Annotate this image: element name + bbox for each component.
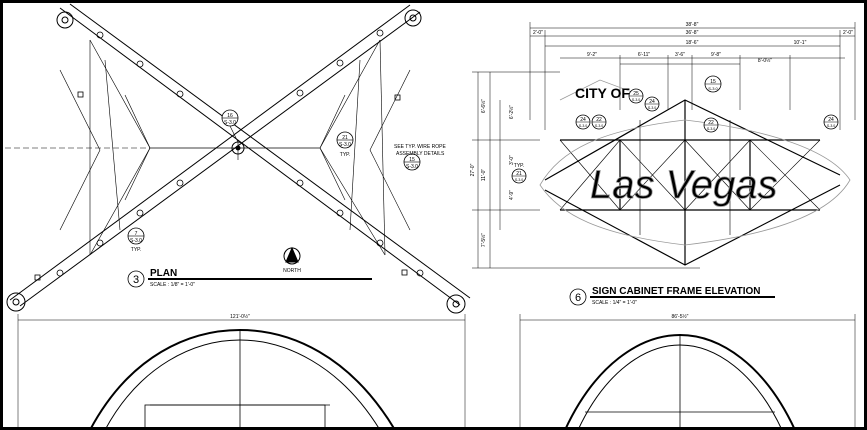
dim-left-4: 3'-0": [509, 155, 515, 165]
dim-right-offset: 2'-0": [843, 30, 853, 36]
dim-seg-2: 6'-11": [638, 52, 651, 58]
sign-text-main: Las Vegas: [590, 163, 778, 207]
plan-title: PLAN: [150, 268, 177, 279]
bottom-views: [17, 314, 856, 430]
elev-callout-22b-sheet: S-3.0: [707, 127, 715, 131]
dim-left-6: 7'-5½": [480, 233, 487, 247]
plan-callout-7-sheet: S-3.0: [130, 238, 142, 244]
sign-text-top: CITY OF: [575, 85, 630, 101]
elevation-view: [472, 22, 856, 306]
elev-callout-21-sub: TYP.: [514, 163, 524, 169]
plan-callout-16-num: 16: [227, 113, 233, 119]
elev-callout-15-sheet: S-3.0: [708, 86, 718, 91]
dim-seg-6: 8'-0½": [758, 57, 772, 64]
plan-callout-21-sheet: S-3.0: [339, 142, 351, 148]
elevation-title-block: [569, 288, 775, 306]
sign-outline: [539, 79, 851, 246]
elevation-top-dimensions: [529, 22, 856, 130]
elev-callout-22b-num: 22: [708, 120, 714, 126]
north-label: NORTH: [283, 268, 301, 274]
plan-title-number: 3: [133, 274, 139, 286]
elevation-callout-texts: 15 S-3.0 25 S-3.0 24 S-3.0 24 S-3.0 22 S…: [514, 79, 835, 182]
elevation-title-number: 6: [575, 292, 581, 304]
plan-callout-7-sub: TYP.: [131, 247, 141, 253]
plan-callout-16: [221, 109, 239, 143]
elevation-left-dimensions: [472, 71, 700, 269]
plan-callout-21-sub: TYP.: [340, 152, 350, 158]
plan-note-wire-rope: SEE TYP. WIRE ROPE: [394, 144, 446, 150]
elev-callout-24a-num: 24: [649, 99, 655, 105]
dim-left-5: 4'-9": [509, 190, 515, 200]
dim-seg-4: 9'-8": [711, 52, 721, 58]
elevation-title: SIGN CABINET FRAME ELEVATION: [592, 286, 761, 297]
dim-seg-3: 3'-6": [675, 52, 685, 58]
plan-callout-15-sheet: S-3.0: [406, 164, 418, 170]
elev-callout-21-num: 21: [516, 171, 522, 177]
dim-cabinet-width: 36'-8": [686, 30, 699, 36]
elev-callout-24c-sheet: S-3.0: [827, 124, 835, 128]
plan-title-block: [127, 270, 372, 288]
elev-callout-22a-num: 22: [596, 117, 602, 123]
dim-inner-width: 18'-6": [686, 40, 699, 46]
bottom-dim-left: 121'-0½": [230, 313, 250, 320]
bottom-dim-right: 86'-5½": [672, 313, 689, 320]
plan-member-rods: [34, 29, 424, 281]
plan-callout-7-num: 7: [135, 231, 138, 237]
sign-cabinet-bracing: [559, 120, 821, 235]
elev-callout-22a-sheet: S-3.0: [595, 124, 603, 128]
sign-cabinet-frame: [544, 99, 841, 266]
elev-callout-25-num: 25: [633, 91, 639, 97]
dim-overall-top: 38'-8": [686, 22, 699, 28]
plan-callout-21: [336, 131, 354, 149]
elev-callout-25-sheet: S-3.0: [632, 98, 640, 102]
plan-end-bases: [6, 9, 466, 314]
plan-callout-15: [403, 153, 421, 171]
elevation-dim-texts: 38'-8" 2'-0" 36'-8" 2'-0" 18'-6" 9'-2" 6…: [470, 22, 853, 247]
elev-callout-21-sheet: S-3.0: [515, 178, 523, 182]
elev-callout-24a-sheet: S-3.0: [648, 106, 656, 110]
dim-left-overall: 27'-0": [470, 163, 476, 176]
elev-callouts: [511, 75, 839, 184]
dim-seg-5: 10'-1": [794, 40, 807, 46]
elev-callout-15-num: 15: [710, 79, 716, 85]
plan-callout-16-sheet: S-3.0: [224, 120, 236, 126]
elev-callout-24b-num: 24: [580, 117, 586, 123]
plan-scale: SCALE : 1/8" = 1'-0": [150, 282, 195, 288]
dim-left-2: 6'-2½": [508, 105, 515, 119]
plan-center-node: [150, 140, 320, 160]
dim-seg-1: 9'-2": [587, 52, 597, 58]
plan-bracing-left: [5, 39, 151, 256]
elevation-scale: SCALE : 1/4" = 1'-0": [592, 300, 637, 306]
dim-left-3: 11'-0": [481, 169, 487, 182]
dim-left-offset: 2'-0": [533, 30, 543, 36]
elev-callout-24c-num: 24: [828, 117, 834, 123]
north-arrow-icon: [283, 246, 301, 265]
elev-callout-24b-sheet: S-3.0: [579, 124, 587, 128]
plan-note-assembly: ASSEMBLY DETAILS: [396, 151, 445, 157]
plan-callout-15-num: 15: [409, 157, 415, 163]
plan-callout-7: [127, 227, 145, 245]
plan-bracing-right: [319, 39, 411, 256]
plan-view: [1, 3, 471, 323]
plan-callout-21-num: 21: [342, 135, 348, 141]
plan-diagonal-members: [1, 3, 471, 323]
dim-left-1: 6'-6½": [480, 99, 487, 113]
